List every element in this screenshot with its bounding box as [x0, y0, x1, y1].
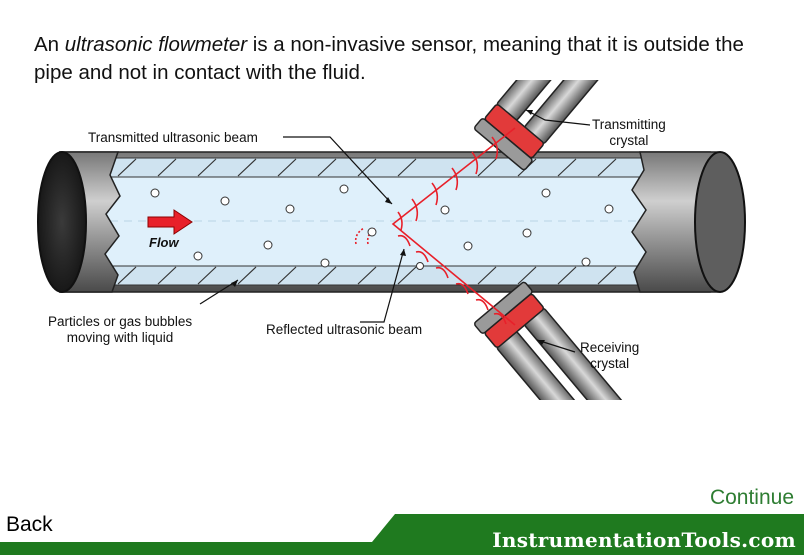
continue-button[interactable]: Continue — [709, 486, 794, 509]
pipe — [37, 151, 746, 293]
brand-bar — [0, 514, 804, 555]
ultrasonic-beam — [354, 127, 516, 326]
flow-label: Flow — [149, 235, 179, 250]
intro-prefix: An — [34, 33, 65, 56]
receiving-crystal-head — [474, 281, 544, 348]
label-receiving-crystal: Receiving crystal — [580, 340, 639, 372]
transmitting-crystal-head — [474, 104, 544, 171]
intro-emphasis: ultrasonic flowmeter — [64, 33, 248, 56]
label-transmitting-crystal-line2: crystal — [609, 133, 649, 148]
callout-lines — [199, 109, 591, 353]
intro-suffix: is a non-invasive sensor, meaning that i… — [34, 33, 744, 84]
label-receiving-crystal-line1: Receiving — [580, 340, 640, 355]
label-reflected-beam: Reflected ultrasonic beam — [266, 322, 423, 337]
particles — [150, 184, 614, 270]
callout-arrowheads — [231, 110, 545, 345]
label-transmitting-crystal-line1: Transmitting — [592, 117, 666, 132]
label-transmitted-beam: Transmitted ultrasonic beam — [88, 130, 258, 145]
label-transmitting-crystal: Transmitting crystal — [592, 117, 666, 149]
label-particles-line1: Particles or gas bubbles — [48, 314, 193, 329]
flow-arrow: Flow — [147, 209, 193, 250]
label-particles: Particles or gas bubbles moving with liq… — [48, 314, 192, 346]
back-button[interactable]: Back — [6, 513, 53, 536]
label-receiving-crystal-line2: crystal — [590, 356, 630, 371]
label-particles-line2: moving with liquid — [66, 330, 174, 345]
brand-logo-text: InstrumentationTools.com — [492, 528, 796, 552]
intro-text: An ultrasonic flowmeter is a non-invasiv… — [34, 31, 774, 87]
flowmeter-diagram: Flow — [37, 80, 746, 400]
